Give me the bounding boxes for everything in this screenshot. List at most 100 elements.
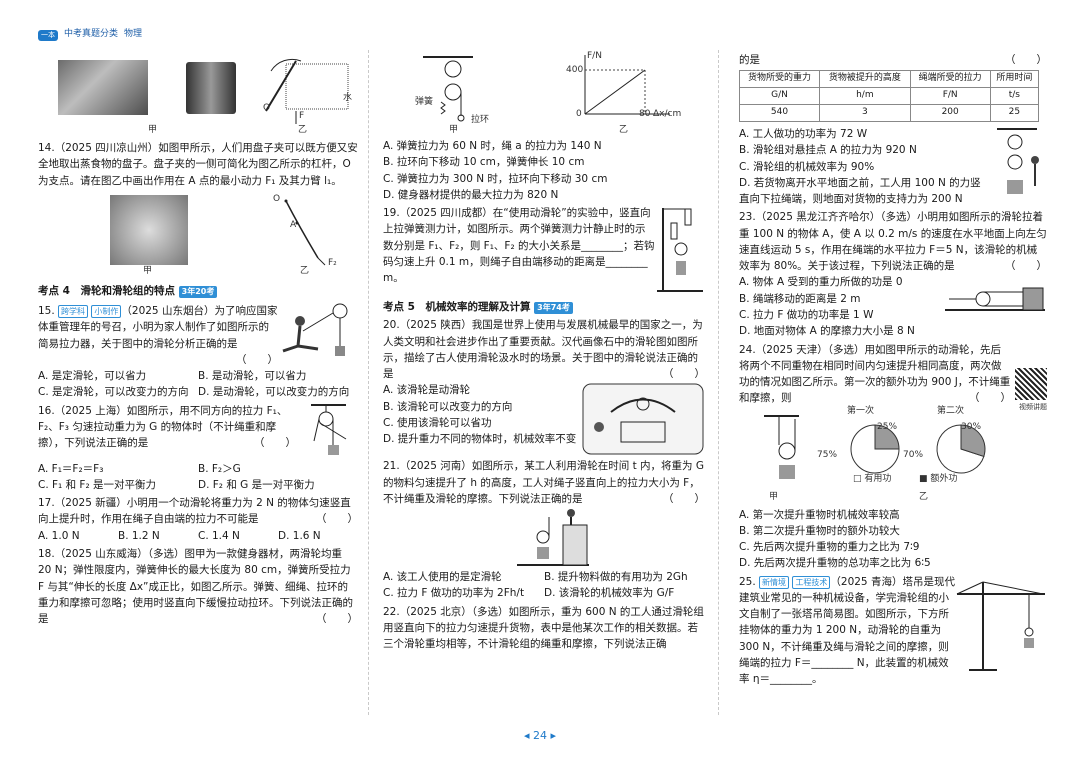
label-ring: 拉环 [471, 115, 490, 125]
option-d[interactable]: D. 先后两次提升重物的总功率之比为 6∶5 [739, 557, 931, 570]
option-c[interactable]: C. 1.4 N [198, 529, 240, 542]
label-a: A [290, 219, 297, 230]
option-b[interactable]: B. 绳端移动的距离是 2 m [739, 292, 861, 305]
option-d[interactable]: D. 该滑轮的机械效率为 G/F [544, 587, 675, 600]
axis-label-x: Δx/cm [653, 109, 682, 119]
option-b[interactable]: B. 拉环向下移动 10 cm，弹簧伸长 10 cm [383, 156, 585, 169]
options-q24: A. 第一次提升重物时机械效率较高 B. 第二次提升重物时的额外功较大 C. 先… [739, 507, 1047, 572]
option-c[interactable]: C. 拉力 F 做功的功率是 1 W [739, 309, 874, 321]
options-q15: A. 是定滑轮，可以省力 B. 是动滑轮，可以省力 C. 是定滑轮，可以改变力的… [38, 368, 358, 401]
option-b[interactable]: B. 第二次提升重物时的额外功较大 [739, 524, 900, 537]
pie-slice-1-2 [874, 424, 900, 450]
option-d[interactable]: D. 地面对物体 A 的摩擦力大小是 8 N [739, 325, 915, 338]
figure-q24: 第一次 第二次 25% 75% 30% 70% □ 有用功 ■ 额外功 甲 乙 [739, 405, 1047, 507]
figure-plate-clamp: O F 水 甲 乙 [38, 50, 358, 138]
table-cell: t/s [989, 87, 1040, 106]
page-header: 一本 中考真题分类 物理 [38, 27, 142, 43]
figure-label-jia: 甲 [143, 265, 153, 276]
question-19: 19.（2025 四川成都）在“使用动滑轮”的实验中，竖直向上拉弹簧测力计，如图… [383, 203, 705, 293]
figure-han-stone-relief [582, 383, 704, 455]
table-header-row: 货物所受的重力 货物被提升的高度 绳端所受的拉力 所用时间 [738, 70, 1040, 89]
label-spring: 弹簧 [415, 97, 434, 107]
slice-label-75: 75% [817, 449, 838, 460]
figure-q25-tower-crane [956, 581, 1045, 671]
pie-slice-2-2 [960, 424, 986, 457]
label-f2: F₂ [328, 257, 337, 268]
option-d[interactable]: D. 提升重力不同的物体时，机械效率不变 [383, 433, 577, 446]
option-a[interactable]: A. 弹簧拉力为 60 N 时，绳 a 的拉力为 140 N [383, 140, 602, 152]
question-21-text: 21.（2025 河南）如图所示，某工人利用滑轮在时间 t 内，将重为 G 的物… [383, 460, 705, 505]
option-b[interactable]: B. 是动滑轮，可以省力 [198, 370, 307, 383]
figure-q24-pie-charts [850, 424, 986, 474]
figure-q23-horizontal-pulley [945, 287, 1045, 312]
option-b[interactable]: B. 提升物料做的有用功为 2Gh [544, 571, 688, 584]
legend-useful-text: 有用功 [864, 473, 892, 484]
option-a[interactable]: A. 是定滑轮，可以省力 [38, 370, 147, 383]
table-cell: 200 [909, 104, 991, 123]
qr-label: 视频讲题 [1019, 402, 1047, 411]
option-c[interactable]: C. 使用该滑轮可以省功 [383, 416, 492, 429]
pie-slice-1-1 [850, 424, 900, 474]
question-16: 16.（2025 上海）如图所示，用不同方向的拉力 F₁、F₂、F₃ 匀速拉动重… [38, 401, 358, 461]
option-d[interactable]: D. 1.6 N [278, 529, 321, 542]
page-number: ◂ 24 ▸ [523, 729, 557, 742]
table-header: 货物所受的重力 [738, 70, 821, 89]
option-d[interactable]: D. F₂ 和 G 是一对平衡力 [198, 478, 315, 491]
question-21: 21.（2025 河南）如图所示，某工人利用滑轮在时间 t 内，将重为 G 的物… [383, 458, 705, 507]
book-logo: 一本 [38, 29, 58, 41]
figure-q24-movable-pulley [764, 414, 799, 479]
answer-paren: （ ） [316, 613, 358, 626]
option-b[interactable]: B. F₂＞G [198, 462, 241, 475]
data-table-q22: 货物所受的重力 货物被提升的高度 绳端所受的拉力 所用时间 G/N h/m F/… [738, 70, 1040, 123]
photo-plate-clamp [186, 62, 236, 114]
option-c[interactable]: C. F₁ 和 F₂ 是一对平衡力 [38, 478, 157, 491]
option-b[interactable]: B. 滑轮组对悬挂点 A 的拉力为 920 N [739, 144, 917, 157]
question-20-text: 20.（2025 陕西）我国是世界上使用与发展机械最早的国家之一，为人类文明和社… [383, 319, 703, 381]
table-header: 货物被提升的高度 [819, 70, 911, 89]
worker-pulley-sketch [517, 509, 589, 567]
lever-q14-sketch [284, 199, 326, 266]
chart-title-first: 第一次 [847, 405, 875, 416]
option-c[interactable]: C. 滑轮组的机械效率为 90% [739, 160, 875, 173]
table-row: 540 3 200 25 [738, 104, 1040, 123]
label-f: F [299, 111, 305, 121]
option-b[interactable]: B. 1.2 N [118, 529, 160, 542]
figure-q18: 弹簧 拉环 甲 F/N 400 0 80 Δx/cm 乙 [383, 50, 705, 138]
question-25: 25. 新情境 工程技术（2025 青海）塔吊是现代建筑业常见的一种机械设备，学… [739, 572, 1047, 688]
options-q22: A. 工人做功的功率为 72 W B. 滑轮组对悬挂点 A 的拉力为 920 N… [739, 126, 987, 207]
question-20-body: A. 该滑轮是动滑轮 B. 该滑轮可以改变力的方向 C. 使用该滑轮可以省功 D… [383, 382, 705, 456]
option-d[interactable]: D. 是动滑轮，可以改变力的方向 [198, 386, 350, 399]
question-22-body: A. 工人做功的功率为 72 W B. 滑轮组对悬挂点 A 的拉力为 920 N… [739, 126, 1047, 207]
options-q17: A. 1.0 N B. 1.2 N C. 1.4 N D. 1.6 N [38, 528, 358, 544]
option-a[interactable]: A. 第一次提升重物时机械效率较高 [739, 508, 900, 521]
figure-q14: O A F₂ 甲 乙 [38, 189, 358, 277]
slice-label-70: 70% [903, 449, 924, 460]
option-d[interactable]: D. 若货物离开水平地面之前，工人用 100 N 的力竖直向下拉绳端，则地面对货… [739, 176, 981, 206]
answer-paren: （ ） [663, 492, 705, 505]
option-c[interactable]: C. 弹簧拉力为 300 N 时，拉环向下移动 30 cm [383, 172, 608, 185]
option-a[interactable]: A. 工人做功的功率为 72 W [739, 128, 868, 141]
question-16-text: 16.（2025 上海）如图所示，用不同方向的拉力 F₁、F₂、F₃ 匀速拉动重… [38, 404, 288, 450]
section-title-5: 考点 5 机械效率的理解及计算 3年74考 [383, 299, 705, 315]
option-a[interactable]: A. 该滑轮是动滑轮 [383, 384, 471, 397]
option-a[interactable]: A. 该工人使用的是定滑轮 [383, 571, 502, 584]
option-c[interactable]: C. 是定滑轮，可以改变力的方向 [38, 386, 189, 399]
table-cell: h/m [819, 87, 911, 106]
option-b[interactable]: B. 该滑轮可以改变力的方向 [383, 400, 513, 413]
force-extension-graph [584, 55, 670, 115]
figure-label-jia: 甲 [148, 125, 158, 135]
figure-label-jia: 甲 [449, 125, 459, 135]
option-a[interactable]: A. F₁＝F₂＝F₃ [38, 462, 104, 475]
option-c[interactable]: C. 先后两次提升重物的重力之比为 7∶9 [739, 541, 920, 554]
column-divider [368, 50, 369, 715]
question-23-body: A. 物体 A 受到的重力所做的功是 0 B. 绳端移动的距离是 2 m C. … [739, 274, 1047, 339]
figure-q22-pulley-block [997, 128, 1039, 195]
qr-code[interactable] [1015, 367, 1047, 400]
question-18-text: 18.（2025 山东威海）（多选）图甲为一款健身器材，两滑轮均重 20 N；弹… [38, 547, 353, 626]
label-o: O [263, 103, 271, 113]
option-d[interactable]: D. 健身器材提供的最大拉力为 820 N [383, 188, 559, 201]
option-a[interactable]: A. 1.0 N [38, 529, 80, 542]
option-a[interactable]: A. 物体 A 受到的重力所做的功是 0 [739, 276, 903, 289]
option-c[interactable]: C. 拉力 F 做功的功率为 2Fh/t [383, 587, 525, 600]
